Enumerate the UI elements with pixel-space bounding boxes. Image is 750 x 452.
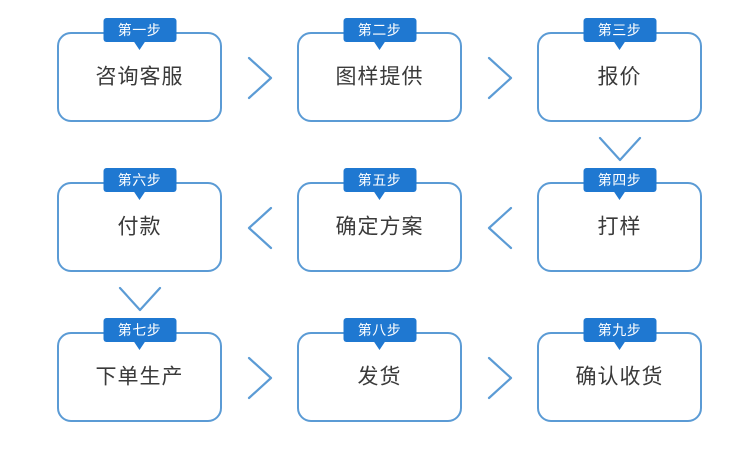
connector-step5-step6 [243,204,277,252]
step-card-4[interactable]: 第四步 打样 [537,168,702,272]
step-card-5[interactable]: 第五步 确定方案 [297,168,462,272]
step-badge-8: 第八步 [343,318,416,350]
connector-step4-step5 [483,204,517,252]
step-label-8: 发货 [357,365,402,389]
step-label-9: 确认收货 [575,365,664,389]
step-badge-2: 第二步 [343,18,416,50]
step-card-2[interactable]: 第二步 图样提供 [297,18,462,122]
step-card-1[interactable]: 第一步 咨询客服 [57,18,222,122]
step-badge-9: 第九步 [583,318,656,350]
step-badge-5: 第五步 [343,168,416,200]
step-card-3[interactable]: 第三步 报价 [537,18,702,122]
connector-step3-step4 [596,132,644,166]
step-label-2: 图样提供 [335,65,424,89]
connector-step8-step9 [483,354,517,402]
step-label-4: 打样 [597,215,642,239]
connector-step2-step3 [483,54,517,102]
step-card-9[interactable]: 第九步 确认收货 [537,318,702,422]
connector-step6-step7 [116,282,164,316]
step-badge-4: 第四步 [583,168,656,200]
connector-step7-step8 [243,354,277,402]
step-badge-1: 第一步 [103,18,176,50]
connector-step1-step2 [243,54,277,102]
step-label-3: 报价 [597,65,642,89]
step-card-7[interactable]: 第七步 下单生产 [57,318,222,422]
step-label-6: 付款 [117,215,162,239]
step-label-5: 确定方案 [335,215,424,239]
step-card-8[interactable]: 第八步 发货 [297,318,462,422]
step-badge-3: 第三步 [583,18,656,50]
step-label-7: 下单生产 [95,365,184,389]
step-card-6[interactable]: 第六步 付款 [57,168,222,272]
step-badge-7: 第七步 [103,318,176,350]
step-label-1: 咨询客服 [95,65,184,89]
step-badge-6: 第六步 [103,168,176,200]
